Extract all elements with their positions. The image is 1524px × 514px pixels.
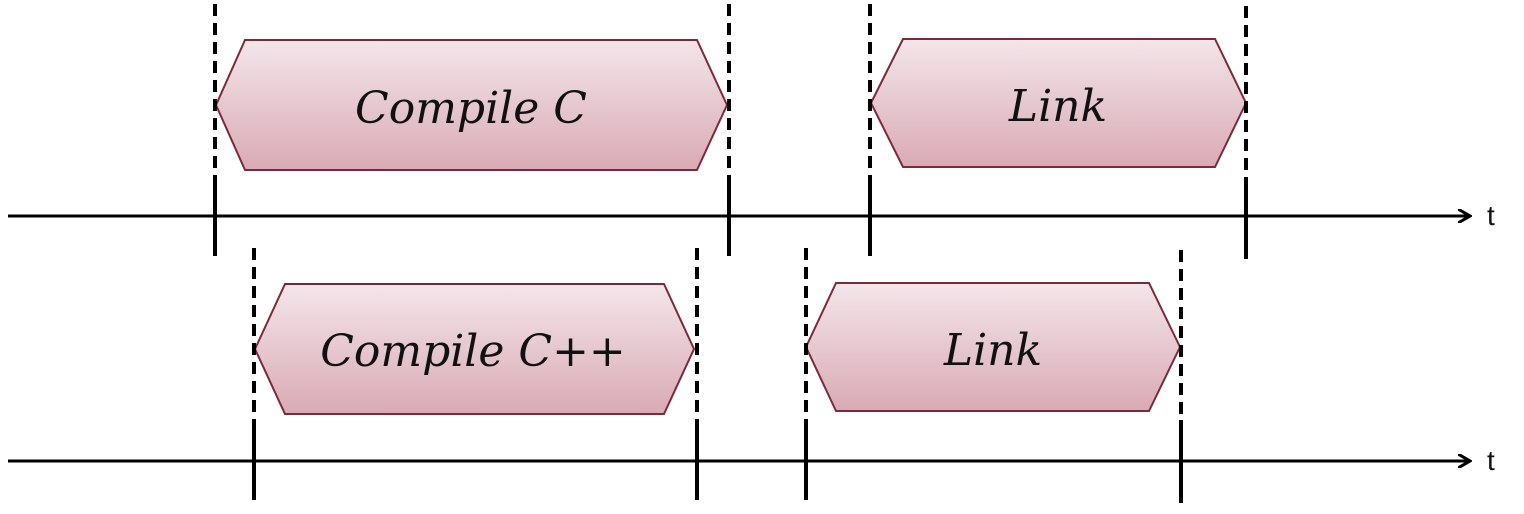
phase-label: Link bbox=[943, 325, 1042, 376]
phase-compile-c: Compile C bbox=[214, 39, 729, 171]
timeline-2: t Compile C++ Link bbox=[8, 248, 1495, 503]
phase-link-1: Link bbox=[869, 38, 1248, 168]
phase-label: Link bbox=[1008, 81, 1107, 132]
axis-label-t: t bbox=[1487, 445, 1495, 476]
phase-shape bbox=[253, 283, 696, 415]
axis-label-t: t bbox=[1487, 200, 1495, 231]
phase-label: Compile C++ bbox=[320, 326, 626, 377]
phase-label: Compile C bbox=[355, 83, 587, 134]
phase-compile-cpp: Compile C++ bbox=[253, 283, 696, 415]
phase-link-2: Link bbox=[804, 282, 1182, 412]
timeline-1: t Compile C Link bbox=[8, 4, 1495, 259]
